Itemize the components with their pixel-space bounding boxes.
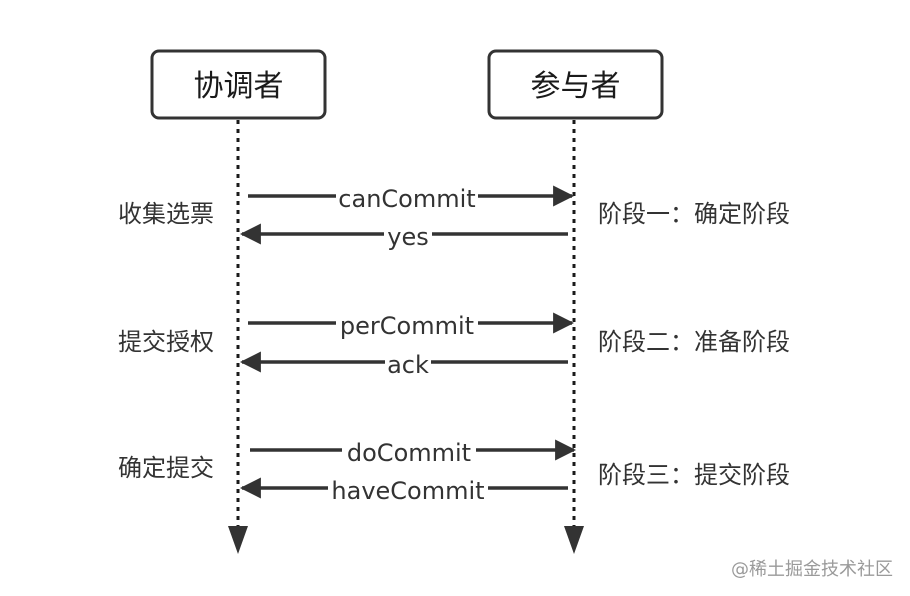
message-yes-label: yes — [387, 223, 428, 251]
message-cancommit-label-bg — [336, 184, 478, 210]
phase-note-2: 阶段二：准备阶段 — [598, 328, 790, 356]
phase-note-3: 阶段三：提交阶段 — [598, 461, 790, 489]
actor-participant-box — [487, 49, 664, 120]
actor-participant-label: 参与者 — [531, 69, 621, 104]
message-percommit-label-bg — [336, 311, 478, 337]
message-cancommit-label: canCommit — [338, 185, 475, 213]
coordinator-note-confirm-commit: 确定提交 — [118, 454, 214, 482]
coordinator-note-collect-votes: 收集选票 — [118, 200, 214, 228]
coordinator-lifeline-arrow — [228, 526, 248, 554]
message-docommit-label: doCommit — [347, 439, 471, 467]
coordinator-note-submit-authorization: 提交授权 — [118, 328, 214, 356]
actor-participant: 参与者 — [487, 49, 664, 120]
phase-note-1: 阶段一：确定阶段 — [598, 200, 790, 228]
message-havecommit-label-bg — [328, 476, 488, 502]
message-percommit-label: perCommit — [340, 312, 474, 340]
actor-coordinator-box — [150, 49, 327, 120]
watermark: @稀土掘金技术社区 — [731, 559, 893, 580]
participant-lifeline-arrow — [564, 526, 584, 554]
message-yes-label-bg — [384, 222, 432, 248]
actor-coordinator: 协调者 — [150, 49, 327, 120]
message-havecommit-label: haveCommit — [331, 477, 484, 505]
message-docommit-label-bg — [342, 438, 476, 464]
message-ack-label: ack — [387, 351, 429, 379]
actor-coordinator-label: 协调者 — [194, 69, 284, 104]
message-ack-label-bg — [385, 350, 431, 376]
